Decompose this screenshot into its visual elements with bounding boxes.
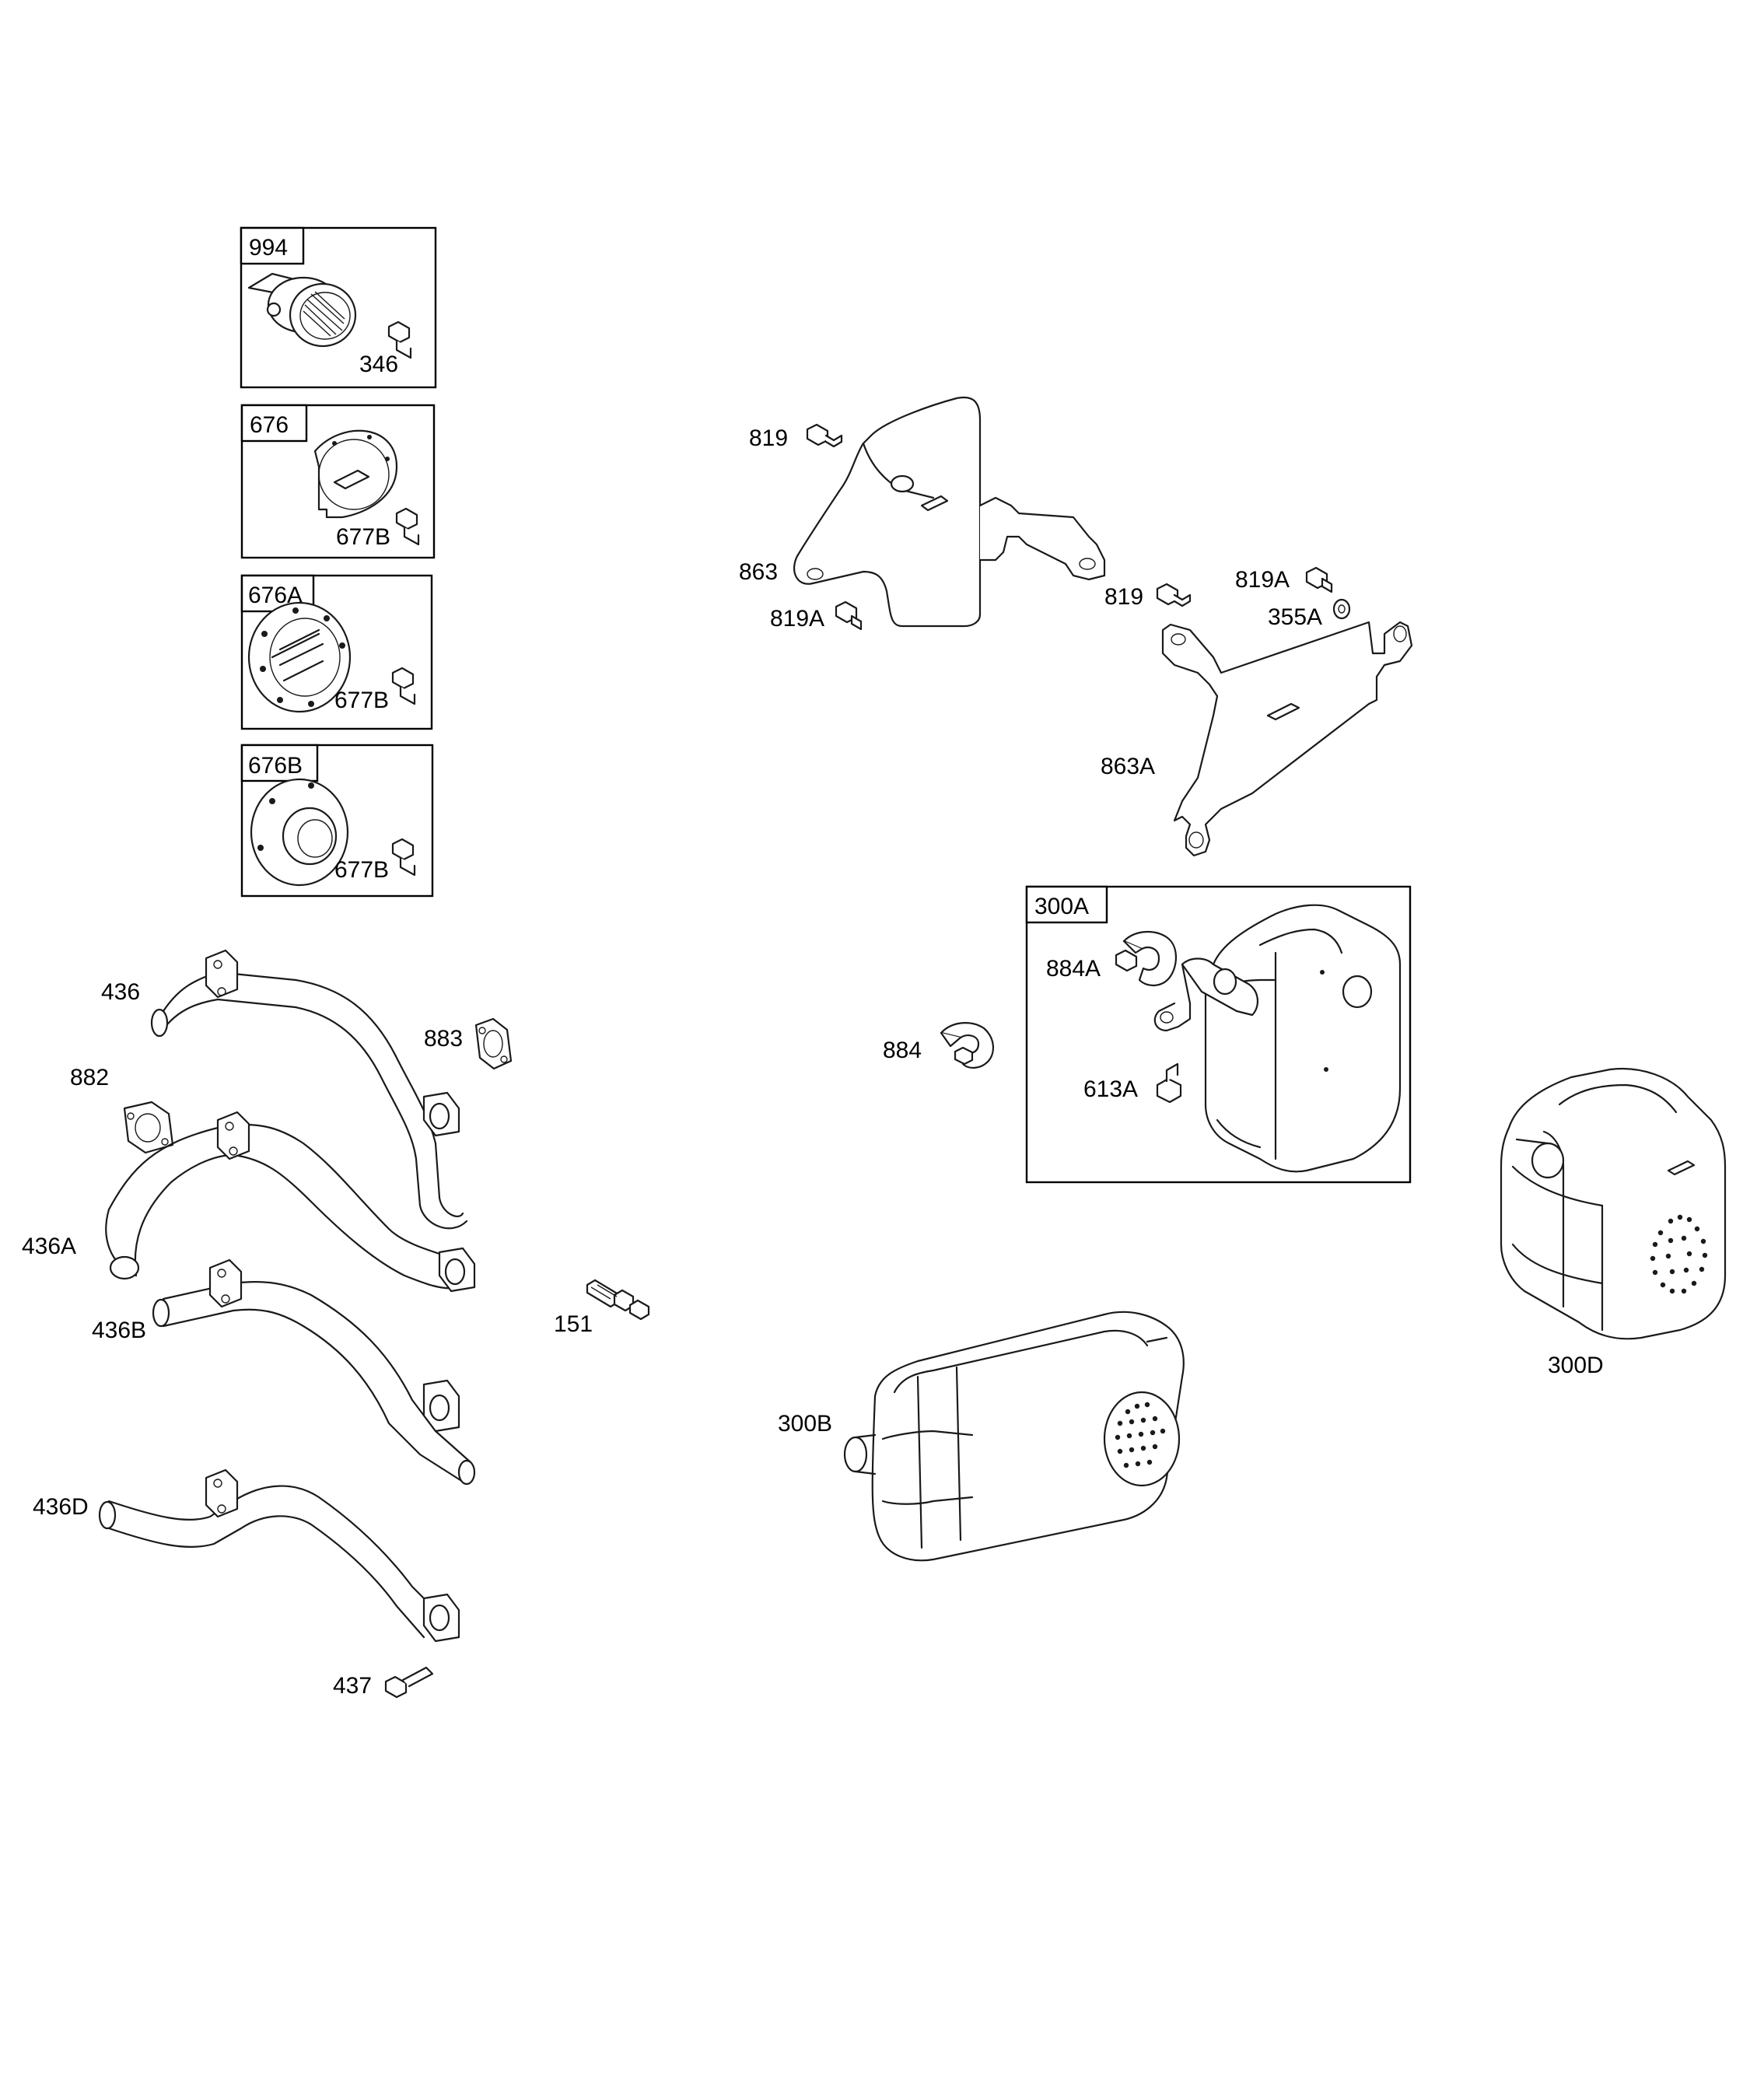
kit-box-676[interactable]: 676 677B <box>240 404 436 559</box>
callout-151: 151 <box>554 1311 593 1337</box>
callout-436a: 436A <box>22 1234 76 1259</box>
exhaust-pipe-436a[interactable] <box>105 1111 476 1293</box>
callout-437: 437 <box>333 1673 372 1699</box>
screw-819a-1[interactable] <box>835 600 863 631</box>
callout-819-2: 819 <box>1104 584 1143 610</box>
muffler-300b[interactable] <box>843 1311 1185 1562</box>
kit-box-676b[interactable]: 676B 677B <box>240 744 434 898</box>
callout-819a-1: 819A <box>770 606 824 632</box>
deflector-676b-part <box>250 778 349 887</box>
callout-863: 863 <box>739 559 778 585</box>
screw-437[interactable] <box>384 1666 434 1699</box>
callout-884: 884 <box>883 1038 922 1063</box>
callout-346: 346 <box>359 352 398 377</box>
callout-882: 882 <box>70 1065 109 1090</box>
callout-863a: 863A <box>1101 754 1155 779</box>
gasket-883[interactable] <box>474 1017 513 1070</box>
screw-677b-2 <box>391 667 416 705</box>
kit-box-300a[interactable]: 300A 884A 613A <box>1025 885 1412 1184</box>
muffler-300b-vent-holes <box>1115 1402 1166 1468</box>
callout-676: 676 <box>250 412 289 438</box>
callout-677b-1: 677B <box>336 524 390 550</box>
screw-819-1[interactable] <box>806 423 843 448</box>
callout-884a: 884A <box>1046 956 1101 982</box>
stud-151[interactable] <box>586 1279 650 1321</box>
screw-819-2[interactable] <box>1156 583 1192 607</box>
callout-436: 436 <box>101 979 140 1005</box>
callout-819-1: 819 <box>749 425 788 451</box>
deflector-676-part <box>313 429 398 519</box>
callout-300d: 300D <box>1548 1353 1604 1378</box>
washer-355a[interactable] <box>1332 598 1351 620</box>
callout-300b: 300B <box>778 1411 832 1437</box>
callout-300a: 300A <box>1034 894 1089 919</box>
gasket-882[interactable] <box>123 1101 174 1154</box>
callout-677b-3: 677B <box>334 857 389 883</box>
screw-346 <box>387 320 412 359</box>
bracket-863a[interactable] <box>1161 621 1413 857</box>
muffler-300d-vent-holes <box>1650 1214 1708 1294</box>
muffler-300d[interactable] <box>1500 1068 1727 1340</box>
screw-613a-part <box>1156 1062 1182 1104</box>
muffler-300a-part <box>1153 904 1402 1173</box>
callout-819a-2: 819A <box>1235 567 1290 593</box>
deflector-676a-part <box>247 601 352 713</box>
callout-676b: 676B <box>248 753 303 779</box>
exhaust-pipe-436b[interactable] <box>152 1258 476 1486</box>
kit-box-676a[interactable]: 676A 677B <box>240 574 433 730</box>
screw-819a-2[interactable] <box>1305 566 1333 593</box>
kit-box-994[interactable]: 994 346 <box>240 226 437 389</box>
screw-677b-1 <box>395 507 420 546</box>
clamp-884a-part <box>1115 930 1177 986</box>
callout-436d: 436D <box>33 1494 89 1520</box>
exhaust-pipe-436[interactable] <box>150 949 468 1230</box>
screw-677b-3 <box>391 838 416 877</box>
callout-994: 994 <box>249 235 288 261</box>
callout-883: 883 <box>424 1026 463 1052</box>
callout-355a: 355A <box>1268 604 1322 630</box>
callout-677b-2: 677B <box>334 688 389 713</box>
exhaust-pipe-436d[interactable] <box>98 1468 460 1643</box>
callout-613a: 613A <box>1083 1076 1138 1102</box>
clamp-884[interactable] <box>940 1022 994 1069</box>
callout-436b: 436B <box>92 1318 146 1343</box>
bracket-863[interactable] <box>793 396 1106 628</box>
spark-arrester-part <box>247 272 357 348</box>
